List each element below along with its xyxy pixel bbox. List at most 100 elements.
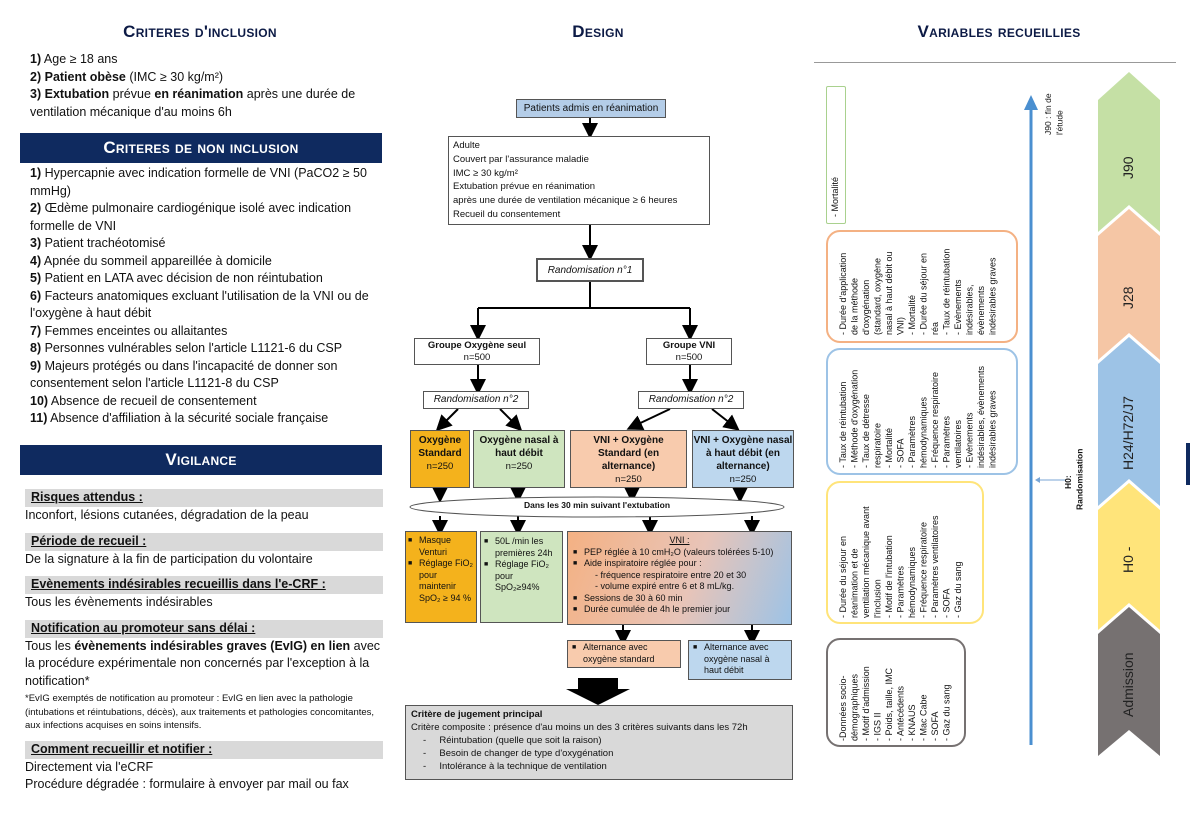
box-h24-text: - Taux de réintubation - Méthode d'oxygé… (838, 365, 998, 468)
alt-standard-box: ■Alternance avec oxygène standard (567, 640, 681, 668)
non-inclusion-item: 9) Majeurs protégés ou dans l'incapacité… (30, 358, 338, 391)
variables-box-admission: -Données socio- démographiques - Motif d… (826, 638, 966, 747)
chevron-h24 (1098, 337, 1160, 506)
arm-vni-nasal: VNI + Oxygène nasal à haut débit (en alt… (692, 430, 794, 488)
risques-text: Inconfort, lésions cutanées, dégradation… (25, 508, 309, 522)
box-admission-text: -Données socio- démographiques - Motif d… (838, 666, 952, 741)
vni-box: VNI : PEP réglée à 10 cmH₂O (valeurs tol… (567, 531, 792, 625)
vni-item: PEP réglée à 10 cmH₂O (valeurs tolérées … (573, 547, 786, 559)
inclusion-item-2: 2) Patient obèse (IMC ≥ 30 kg/m²) (30, 69, 224, 84)
vigilance-header: Vigilance (20, 445, 382, 475)
criteria-item: Couvert par l'assurance maladie (453, 153, 589, 165)
arm-3-label: VNI + Oxygène Standard (en alternance) (593, 435, 664, 472)
chevron-label-h24: H24/H72/J7 (1120, 396, 1136, 470)
vni-item: Aide inspiratoire réglée pour : (573, 558, 786, 570)
variables-box-j90: - Mortalité (826, 86, 846, 224)
chevron-j90 (1098, 72, 1160, 232)
non-inclusion-item: 11) Absence d'affiliation à la sécurité … (30, 411, 329, 425)
criteria-item: IMC ≥ 30 kg/m² (453, 167, 518, 179)
jugement-item: - Besoin de changer de type d'oxygénatio… (423, 748, 614, 759)
non-inclusion-item: 4) Apnée du sommeil appareillée à domici… (30, 253, 272, 268)
masque-box: Masque Venturi Réglage FiO₂ pour mainten… (405, 531, 477, 623)
box-j90-text: - Mortalité (830, 176, 840, 217)
variables-box-h24: - Taux de réintubation - Méthode d'oxygé… (826, 348, 1018, 475)
within-30-min: Dans les 30 min suivant l'extubation (523, 500, 671, 510)
arm-4-n: n=250 (729, 474, 757, 485)
arm-3-n: n=250 (615, 474, 642, 485)
hfno-box: 50L /min les premières 24h Réglage FiO₂ … (480, 531, 563, 623)
h0-label: H0: Randomisation (1063, 448, 1085, 510)
admis-box: Patients admis en réanimation (516, 99, 666, 118)
group-vni-n: n=500 (675, 352, 703, 363)
notif-note: *EvIG exemptés de notification au promot… (25, 693, 375, 731)
vni-item: Durée cumulée de 4h le premier jour (573, 604, 786, 616)
chevron-label-h0: H0 - (1120, 546, 1136, 574)
criteria-item: Adulte (453, 140, 480, 151)
variables-box-h0: - Durée du séjour en réanimation et de v… (826, 481, 984, 624)
group-oxygene-label: Groupe Oxygène seul (427, 340, 527, 351)
notif-text: Tous les évènements indésirables graves … (25, 638, 381, 688)
comment-title: Comment recueillir et notifier : (25, 740, 383, 759)
jugement-desc: Critère composite : présence d'au moins … (411, 722, 748, 733)
non-inclusion-list: 1) Hypercapnie avec indication formelle … (30, 165, 375, 428)
inclusion-header: Criteres d'inclusion (20, 18, 380, 46)
non-inclusion-item: 6) Facteurs anatomiques excluant l'utili… (30, 288, 369, 321)
vni-item: Sessions de 30 à 60 min (573, 593, 786, 605)
variables-divider (814, 62, 1176, 63)
jugement-item: - Intolérance à la technique de ventilat… (423, 761, 607, 772)
vni-title: VNI : (669, 535, 690, 545)
non-inclusion-item: 5) Patient en LATA avec décision de non … (30, 271, 323, 285)
inclusion-item-1: 1) Age ≥ 18 ans (30, 52, 118, 66)
alt-nasal: ■Alternance avec oxygène nasal à haut dé… (693, 642, 770, 675)
variables-box-j28: - Durée d'application de la méthode d'ox… (826, 230, 1018, 343)
masque-item: Réglage FiO₂ pour maintenir SpO₂ ≥ 94 % (408, 558, 474, 604)
box-j28-text: - Durée d'application de la méthode d'ox… (838, 248, 998, 335)
criteria-item: après une durée de ventilation mécanique… (453, 195, 678, 207)
group-oxygene-box: Groupe Oxygène seul n=500 (414, 338, 540, 365)
chevron-label-j90: J90 (1120, 156, 1136, 180)
vni-subitem: - fréquence respiratoire entre 20 et 30 (595, 569, 747, 580)
ei-title: Evènements indésirables recueillis dans … (25, 576, 383, 594)
comment-line-2: Procédure dégradée : formulaire à envoye… (25, 777, 349, 791)
criteria-item: Extubation prévue en réanimation (453, 181, 596, 193)
arm-2-n: n=250 (505, 461, 533, 472)
group-vni-label: Groupe VNI (662, 340, 716, 351)
randomisation-2a: Randomisation n°2 (423, 391, 529, 409)
periode-title: Période de recueil : (25, 532, 383, 551)
criteria-box: Adulte Couvert par l'assurance maladie I… (448, 136, 710, 225)
periode-text: De la signature à la fin de participatio… (25, 551, 313, 566)
inclusion-list: 1) Age ≥ 18 ans 2) Patient obèse (IMC ≥ … (30, 51, 375, 121)
arm-2-label: Oxygène nasal à haut débit (479, 435, 559, 459)
non-inclusion-item: 2) Œdème pulmonaire cardiogénique isolé … (30, 201, 352, 233)
alt-standard: ■Alternance avec oxygène standard (572, 642, 655, 664)
chevron-h0 (1098, 483, 1160, 630)
chevron-label-admission: Admission (1120, 652, 1136, 718)
risques-title: Risques attendus : (25, 489, 383, 507)
masque-item: Masque Venturi (408, 535, 474, 558)
jugement-title: Critère de jugement principal (411, 709, 543, 720)
design-header: Design (398, 18, 798, 46)
hfno-item: Réglage FiO₂ pour SpO₂≥94% (484, 559, 559, 594)
arm-1-n: n=250 (426, 461, 454, 472)
group-oxygene-n: n=500 (463, 352, 491, 363)
non-inclusion-item: 7) Femmes enceintes ou allaitantes (30, 323, 228, 338)
non-inclusion-item: 3) Patient trachéotomisé (30, 236, 166, 250)
jugement-box: Critère de jugement principal Critère co… (405, 705, 793, 780)
vigilance-section: Risques attendus : Inconfort, lésions cu… (25, 489, 383, 794)
arm-vni-standard: VNI + Oxygène Standard (en alternance) n… (570, 430, 687, 488)
randomisation-1: Randomisation n°1 (536, 258, 644, 282)
jugement-item: - Réintubation (quelle que soit la raiso… (423, 735, 602, 746)
non-inclusion-item: 10) Absence de recueil de consentement (30, 393, 257, 408)
criteria-item: Recueil du consentement (453, 208, 561, 220)
arm-oxygene-nasal: Oxygène nasal à haut débit n=250 (473, 430, 565, 488)
arm-oxygene-standard: Oxygène Standard n=250 (410, 430, 470, 488)
chevron-admission (1098, 607, 1160, 756)
non-inclusion-item: 1) Hypercapnie avec indication formelle … (30, 166, 367, 198)
timeline-end-label: J90 : fin de l'étude (1043, 93, 1065, 135)
box-h0-text: - Durée du séjour en réanimation et de v… (838, 506, 963, 618)
non-inclusion-item: 8) Personnes vulnérables selon l'article… (30, 341, 343, 355)
group-vni-box: Groupe VNI n=500 (646, 338, 732, 365)
chevron-j28 (1098, 209, 1160, 360)
